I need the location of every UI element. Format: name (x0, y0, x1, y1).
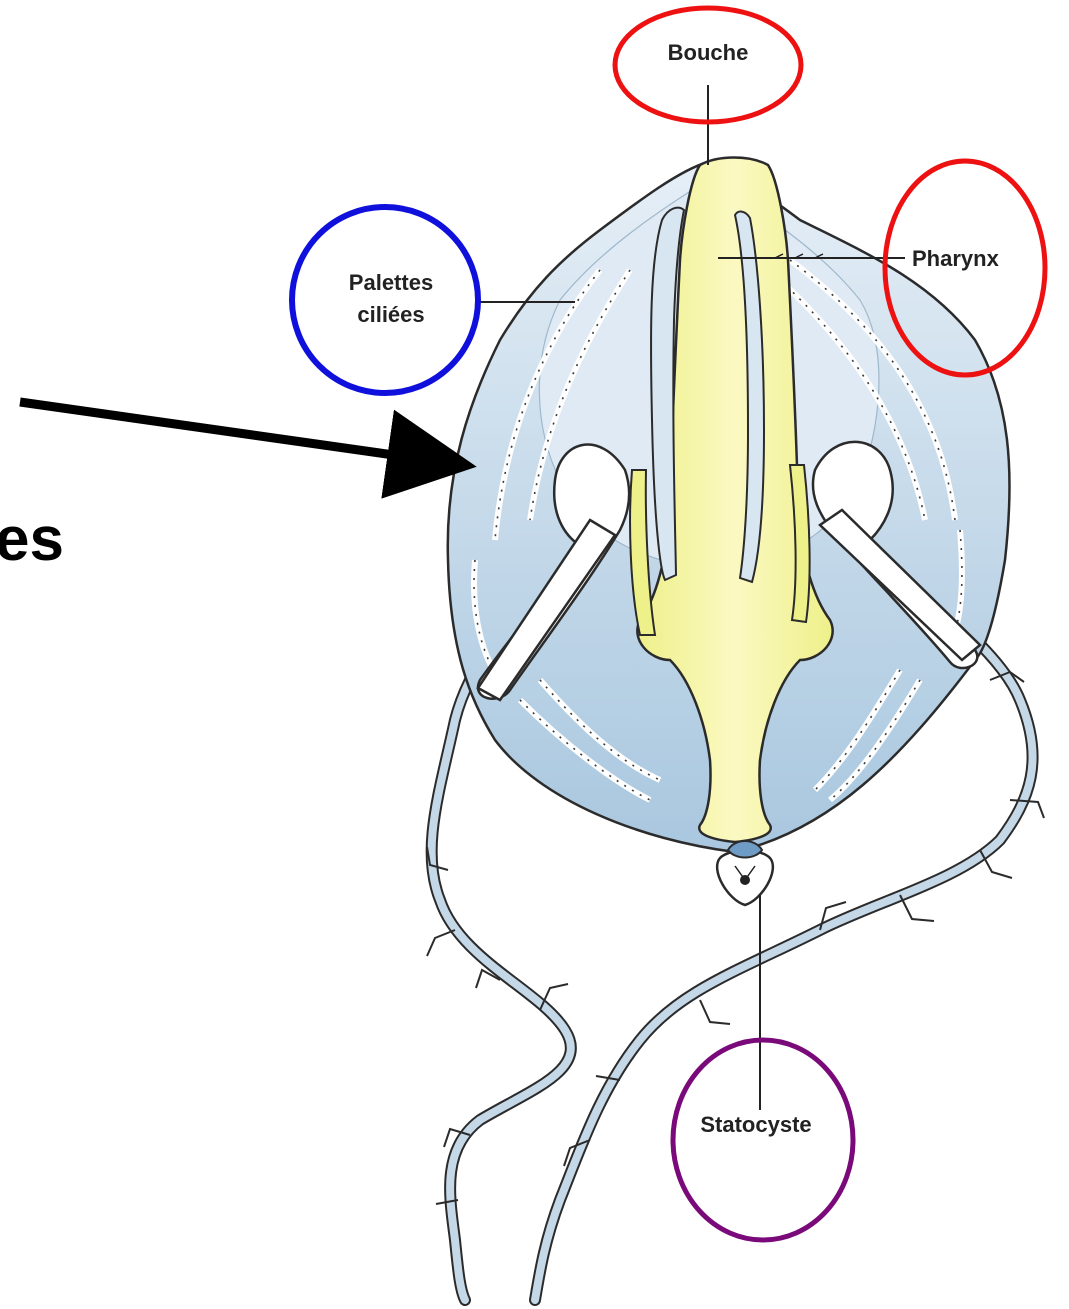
statocyst-ring (673, 1040, 853, 1240)
cut-off-text: es (0, 505, 64, 574)
pointer-arrow (20, 402, 450, 463)
comb-plates-ring (292, 207, 478, 393)
mouth-label: Bouche (668, 40, 749, 65)
pharynx-label: Pharynx (912, 246, 1000, 271)
comb-plates-label-line2: ciliées (357, 302, 424, 327)
statocyst-label: Statocyste (700, 1112, 811, 1137)
comb-plates-label-line1: Palettes (349, 270, 433, 295)
